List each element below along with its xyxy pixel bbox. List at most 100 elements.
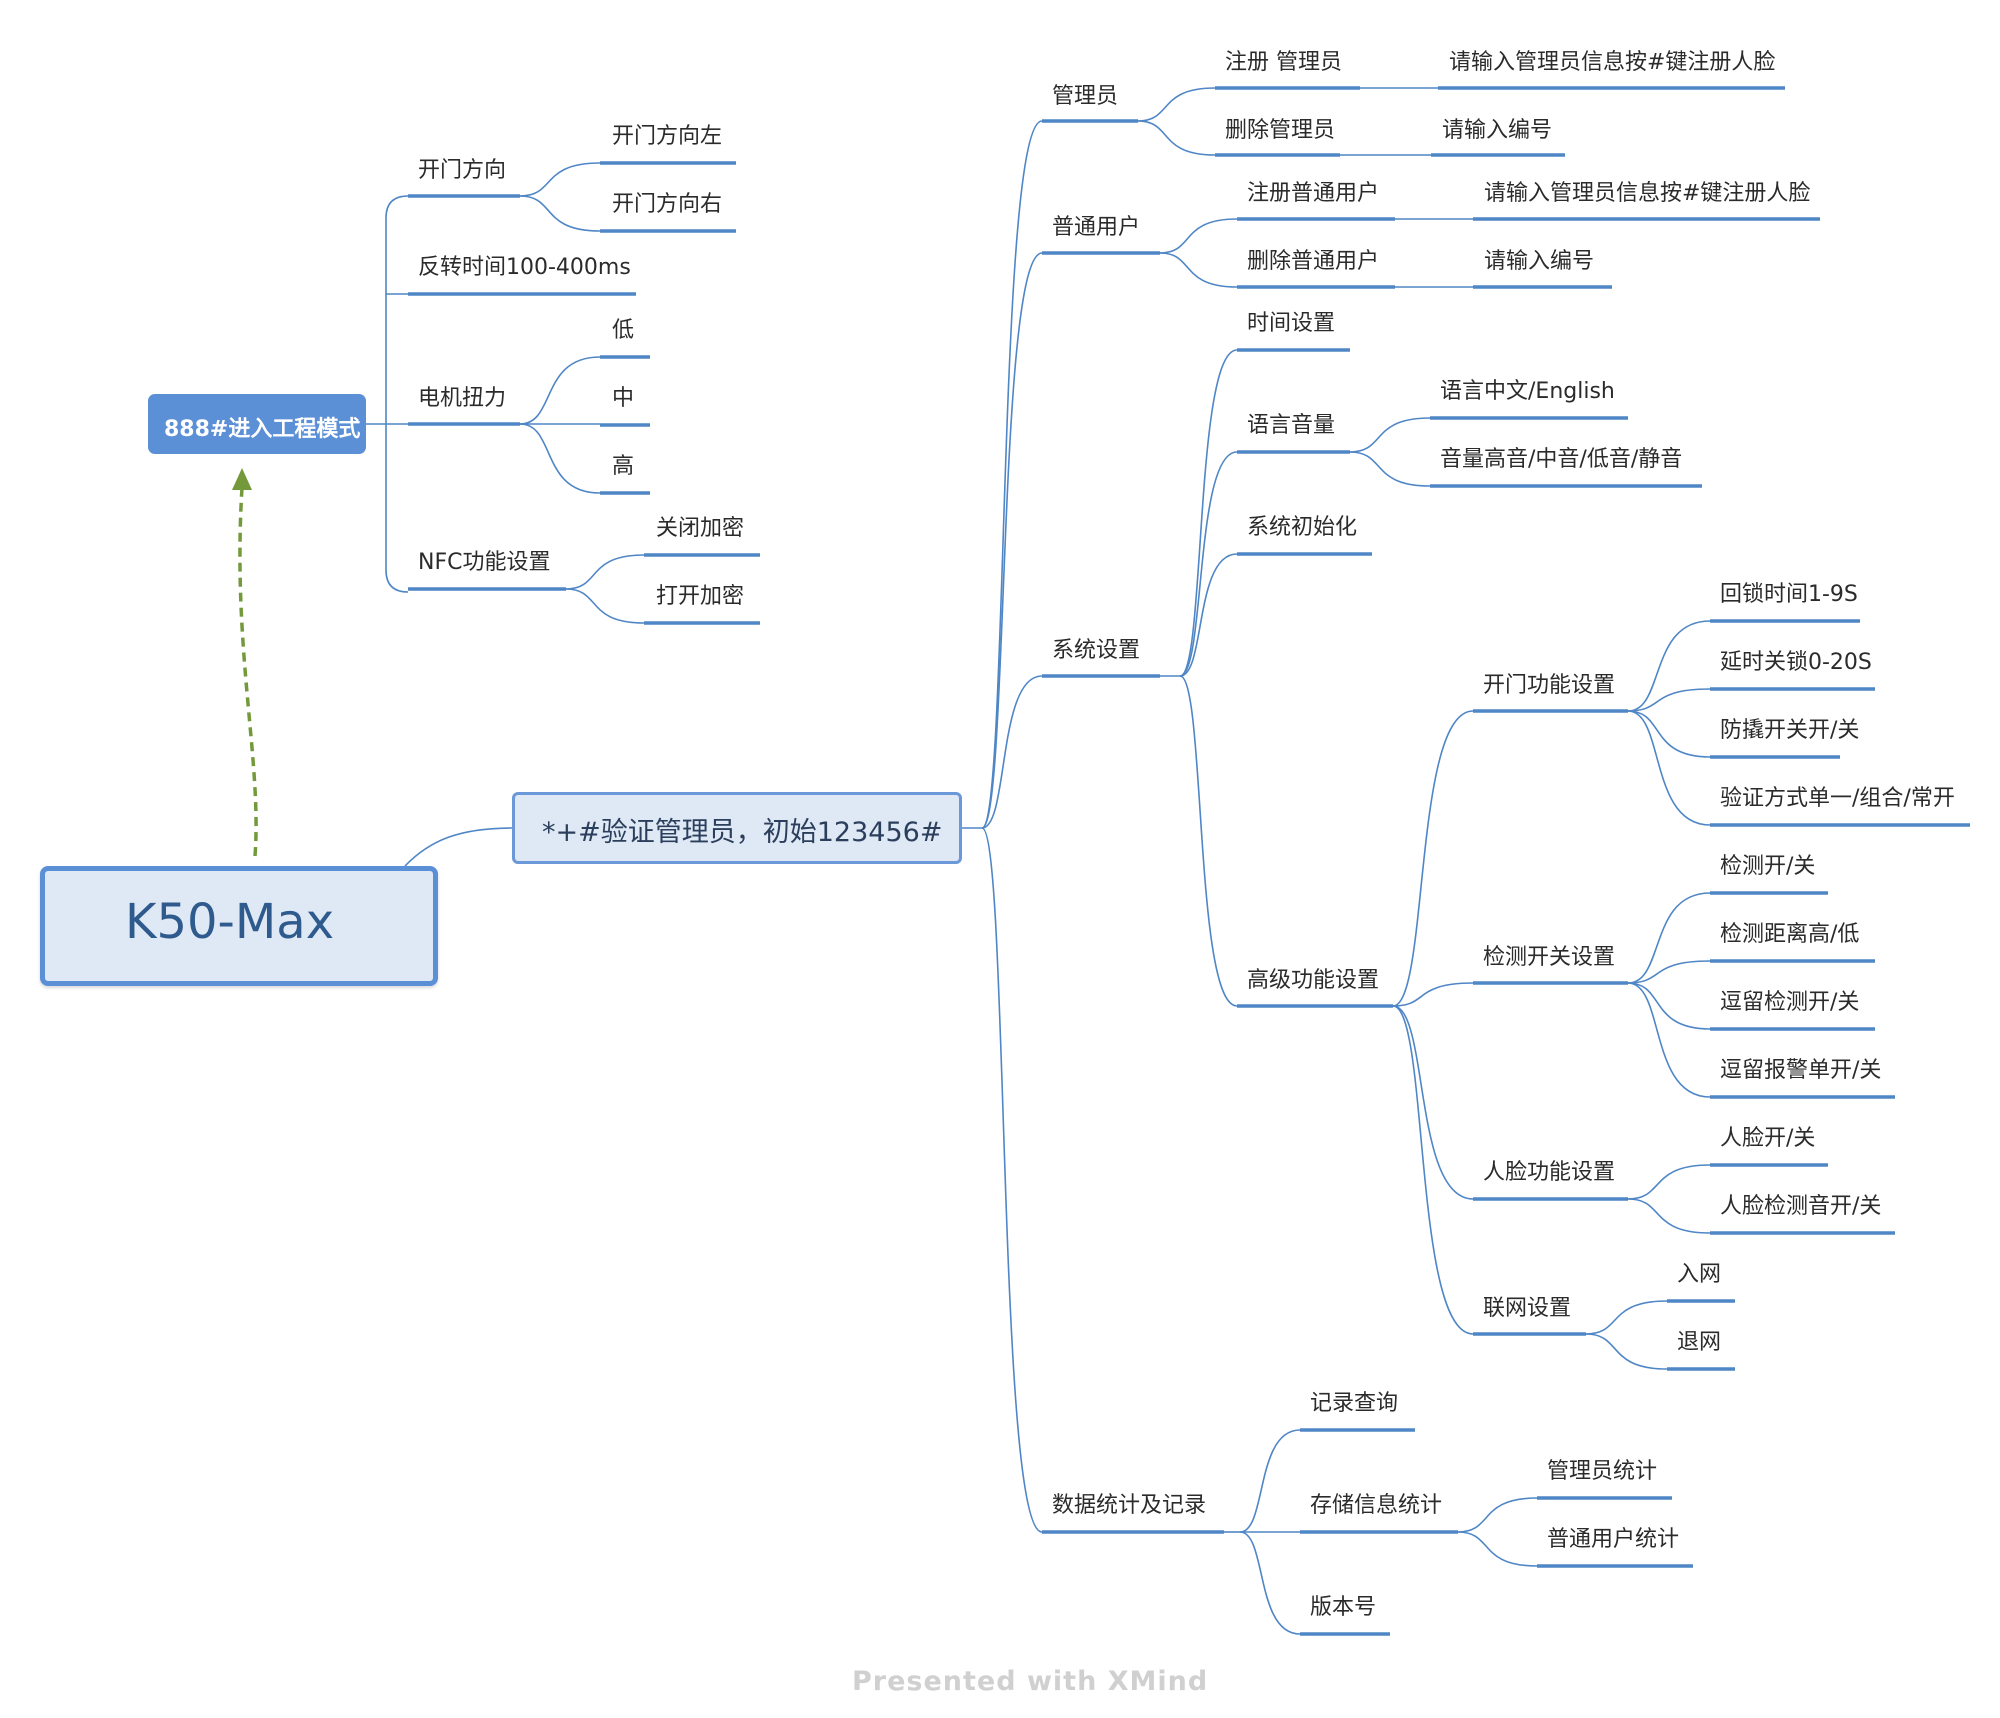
topic-door-direction-left[interactable]: 开门方向左 <box>612 124 723 149</box>
connector-80 <box>1627 982 1711 1098</box>
topic-advanced-settings[interactable]: 高级功能设置 <box>1247 968 1380 993</box>
verify-admin-topic-box[interactable] <box>512 792 962 864</box>
verify-admin-topic-label: *+#验证管理员，初始123456# <box>542 817 943 848</box>
topic-record-query[interactable]: 记录查询 <box>1310 1391 1399 1416</box>
engineering-mode-label: 888#进入工程模式 <box>164 417 361 442</box>
topic-motor-low[interactable]: 低 <box>612 318 635 343</box>
connector-61 <box>1392 710 1474 1007</box>
arrow-head <box>232 468 252 490</box>
connector-20 <box>565 588 645 624</box>
connector-57 <box>1349 417 1431 453</box>
connector-32 <box>1137 87 1216 122</box>
connector-49 <box>1179 349 1238 677</box>
connector-10 <box>519 195 601 232</box>
connector-101 <box>1457 1531 1538 1567</box>
topic-door-direction[interactable]: 开门方向 <box>418 158 507 183</box>
topic-door-direction-right[interactable]: 开门方向右 <box>612 192 723 217</box>
topic-register-user-hint[interactable]: 请输入管理员信息按#键注册人脸 <box>1484 181 1811 206</box>
topic-storage-statistics[interactable]: 存储信息统计 <box>1310 1493 1443 1518</box>
connector-90 <box>1585 1333 1668 1370</box>
topic-motor-high[interactable]: 高 <box>612 454 635 479</box>
topic-face-sound[interactable]: 人脸检测音开/关 <box>1720 1194 1882 1219</box>
connector-62 <box>1392 982 1474 1007</box>
topic-relock-time[interactable]: 回锁时间1-9S <box>1720 582 1858 607</box>
connector-25 <box>981 252 1043 829</box>
topic-delay-lock[interactable]: 延时关锁0-20S <box>1720 650 1872 675</box>
topic-delete-user[interactable]: 删除普通用户 <box>1247 249 1380 274</box>
engineering-mode-box[interactable] <box>148 394 366 454</box>
connector-33 <box>1137 120 1216 156</box>
footer-credit: Presented with XMind <box>852 1666 1209 1697</box>
connector-15 <box>519 423 601 494</box>
connector-72 <box>1627 710 1711 826</box>
topic-volume[interactable]: 音量高音/中音/低音/静音 <box>1440 447 1683 472</box>
connector-96 <box>1239 1531 1301 1635</box>
topic-detect-settings[interactable]: 检测开关设置 <box>1483 945 1616 970</box>
connector-69 <box>1627 620 1711 712</box>
connector-41 <box>1159 252 1238 288</box>
connector-89 <box>1585 1300 1668 1335</box>
topic-network-exit[interactable]: 退网 <box>1677 1330 1722 1355</box>
topic-admin-statistics[interactable]: 管理员统计 <box>1547 1459 1658 1484</box>
connector-79 <box>1627 982 1711 1030</box>
topic-network-settings[interactable]: 联网设置 <box>1483 1296 1572 1321</box>
topic-delete-user-hint[interactable]: 请输入编号 <box>1484 249 1595 274</box>
topic-data-statistics[interactable]: 数据统计及记录 <box>1052 1493 1207 1518</box>
topic-stay-detect[interactable]: 逗留检测开/关 <box>1720 990 1860 1015</box>
topic-reverse-time[interactable]: 反转时间100-400ms <box>418 255 631 280</box>
topic-network-join[interactable]: 入网 <box>1677 1262 1722 1287</box>
topic-system-init[interactable]: 系统初始化 <box>1247 515 1358 540</box>
topic-nfc-on[interactable]: 打开加密 <box>656 584 745 609</box>
root-topic-box[interactable] <box>40 866 438 986</box>
connector-94 <box>1239 1429 1301 1533</box>
connector-50 <box>1179 451 1238 677</box>
topic-door-function[interactable]: 开门功能设置 <box>1483 673 1616 698</box>
topic-user[interactable]: 普通用户 <box>1052 215 1141 240</box>
topic-admin[interactable]: 管理员 <box>1052 84 1119 109</box>
connector-71 <box>1627 710 1711 758</box>
connector-27 <box>981 827 1043 1533</box>
topic-language[interactable]: 语言中文/English <box>1440 379 1615 404</box>
topic-stay-alarm[interactable]: 逗留报警单开/关 <box>1720 1058 1882 1083</box>
topic-motor-mid[interactable]: 中 <box>612 386 635 411</box>
topic-version[interactable]: 版本号 <box>1310 1595 1377 1620</box>
connector-78 <box>1627 960 1711 984</box>
topic-detect-distance[interactable]: 检测距离高/低 <box>1720 922 1860 947</box>
connector-100 <box>1457 1497 1538 1533</box>
topic-tamper-switch[interactable]: 防撬开关开/关 <box>1720 718 1860 743</box>
connector-64 <box>1392 1005 1474 1335</box>
connector-77 <box>1627 892 1711 984</box>
topic-time-settings[interactable]: 时间设置 <box>1247 311 1336 336</box>
topic-detect-on-off[interactable]: 检测开/关 <box>1720 854 1816 879</box>
topic-face-settings[interactable]: 人脸功能设置 <box>1483 1160 1616 1185</box>
connector-9 <box>519 162 601 197</box>
connector-40 <box>1159 218 1238 254</box>
topic-voice-volume[interactable]: 语言音量 <box>1247 413 1336 438</box>
topic-delete-admin-hint[interactable]: 请输入编号 <box>1442 118 1553 143</box>
topic-register-user[interactable]: 注册普通用户 <box>1247 181 1380 206</box>
topic-verify-mode[interactable]: 验证方式单一/组合/常开 <box>1720 786 1955 811</box>
connector-52 <box>1179 675 1238 1007</box>
root-topic-label: K50-Max <box>125 894 335 950</box>
topic-register-admin-hint[interactable]: 请输入管理员信息按#键注册人脸 <box>1449 50 1776 75</box>
topic-nfc-off[interactable]: 关闭加密 <box>656 516 745 541</box>
topic-user-statistics[interactable]: 普通用户统计 <box>1547 1527 1680 1552</box>
connector-104 <box>238 487 258 857</box>
connector-63 <box>1392 1005 1474 1200</box>
topic-face-on-off[interactable]: 人脸开/关 <box>1720 1126 1816 1151</box>
connector-13 <box>519 356 601 425</box>
topic-system-settings[interactable]: 系统设置 <box>1052 638 1141 663</box>
connector-0 <box>404 827 513 867</box>
topic-motor-torque[interactable]: 电机扭力 <box>418 386 507 411</box>
connector-19 <box>565 554 645 590</box>
topic-nfc-settings[interactable]: NFC功能设置 <box>418 550 551 575</box>
connector-2 <box>385 195 409 593</box>
connector-51 <box>1179 553 1238 677</box>
connector-26 <box>981 675 1043 829</box>
connector-58 <box>1349 451 1431 487</box>
connector-86 <box>1627 1198 1711 1234</box>
topic-register-admin[interactable]: 注册 管理员 <box>1225 50 1342 75</box>
topic-delete-admin[interactable]: 删除管理员 <box>1225 118 1336 143</box>
